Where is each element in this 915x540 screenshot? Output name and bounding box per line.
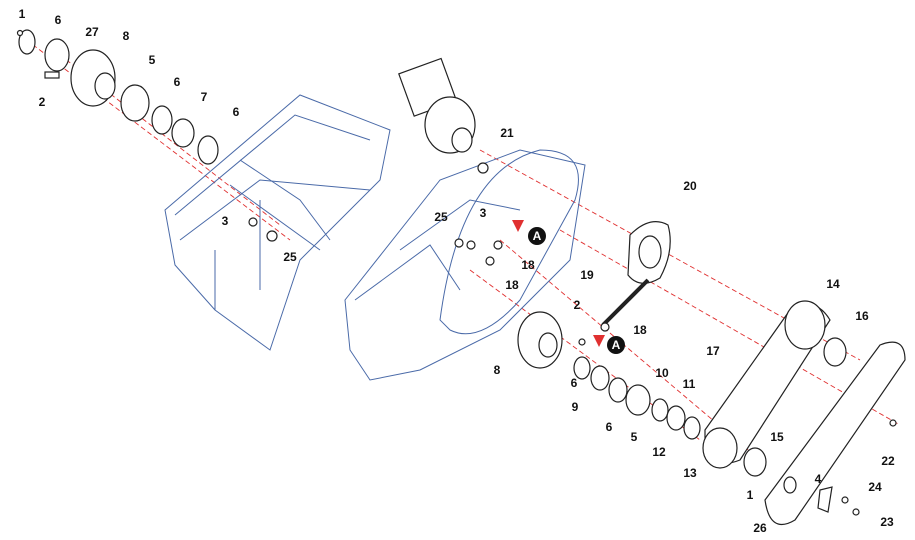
fasteners xyxy=(248,162,897,516)
label-3: 3 xyxy=(479,206,487,220)
label-2: 2 xyxy=(573,298,581,312)
label-9: 9 xyxy=(571,400,579,414)
label-19: 19 xyxy=(580,268,594,282)
label-21: 21 xyxy=(500,126,514,140)
label-6: 6 xyxy=(232,105,240,119)
label-12: 12 xyxy=(652,445,666,459)
label-6: 6 xyxy=(570,376,578,390)
label-2: 2 xyxy=(38,95,46,109)
label-18: 18 xyxy=(633,323,647,337)
label-1: 1 xyxy=(746,488,754,502)
label-10: 10 xyxy=(655,366,669,380)
label-8: 8 xyxy=(493,363,501,377)
label-11: 11 xyxy=(682,377,696,391)
label-5: 5 xyxy=(630,430,638,444)
label-3: 3 xyxy=(221,214,229,228)
label-16: 16 xyxy=(855,309,869,323)
label-25: 25 xyxy=(283,250,297,264)
label-24: 24 xyxy=(868,480,882,494)
label-18: 18 xyxy=(505,278,519,292)
callout-a: A xyxy=(607,336,625,354)
label-18: 18 xyxy=(521,258,535,272)
plate-20 xyxy=(627,221,671,284)
label-25: 25 xyxy=(434,210,448,224)
label-8: 8 xyxy=(122,29,130,43)
right-bearing-parts xyxy=(573,356,701,440)
label-6: 6 xyxy=(605,420,613,434)
label-1: 1 xyxy=(18,7,26,21)
chain-and-sprockets xyxy=(702,300,847,477)
label-7: 7 xyxy=(200,90,208,104)
label-13: 13 xyxy=(683,466,697,480)
shaft-19 xyxy=(601,278,650,327)
left-bearing-parts xyxy=(16,29,219,165)
label-22: 22 xyxy=(881,454,895,468)
label-27: 27 xyxy=(85,25,99,39)
hydraulic-motor xyxy=(398,57,476,154)
label-26: 26 xyxy=(753,521,767,535)
label-14: 14 xyxy=(826,277,840,291)
direction-arrow-icon xyxy=(593,335,605,347)
label-20: 20 xyxy=(683,179,697,193)
flange-8 xyxy=(517,311,563,369)
label-6: 6 xyxy=(54,13,62,27)
label-5: 5 xyxy=(148,53,156,67)
label-15: 15 xyxy=(770,430,784,444)
callout-a: A xyxy=(528,227,546,245)
label-17: 17 xyxy=(706,344,720,358)
label-23: 23 xyxy=(880,515,894,529)
label-6: 6 xyxy=(173,75,181,89)
direction-arrow-icon xyxy=(512,220,524,232)
cover-26 xyxy=(764,341,906,525)
left-frame xyxy=(164,94,391,351)
label-4: 4 xyxy=(814,472,822,486)
clip-4 xyxy=(817,486,833,513)
